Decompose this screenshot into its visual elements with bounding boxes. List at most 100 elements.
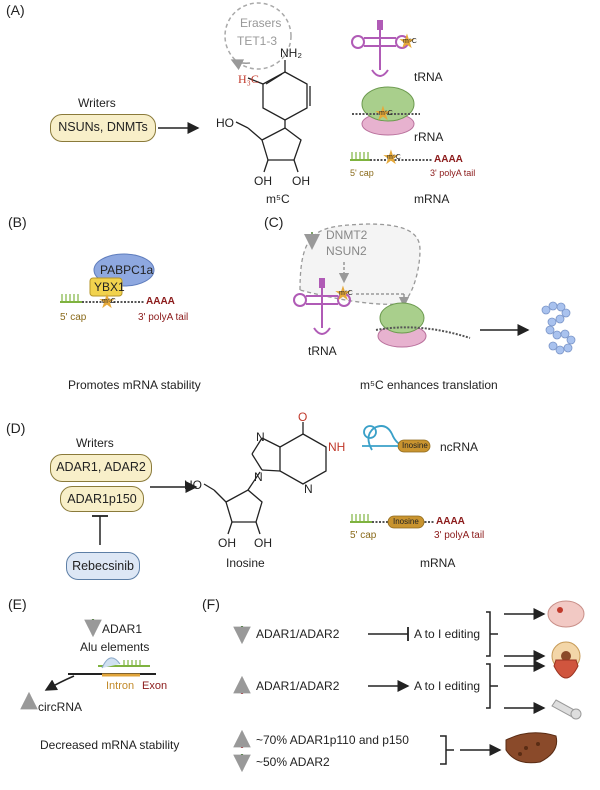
writers-title-d: Writers	[76, 436, 114, 450]
f-row34-bracket	[440, 735, 454, 765]
polya-b: AAAA	[146, 296, 175, 307]
intron-label: Intron	[106, 680, 135, 692]
pabpc1a-label: PABPC1a	[100, 263, 154, 277]
oh-left-d: OH	[218, 536, 236, 550]
erasers-circle	[224, 2, 292, 70]
mark-b: m⁵C	[102, 298, 116, 305]
rrna-label-a: rRNA	[414, 130, 444, 144]
caption-c: m⁵C enhances translation	[360, 378, 498, 392]
mrna-inosine-tag	[387, 515, 425, 529]
liver-organ-icon	[505, 732, 558, 764]
f-row1-effect: A to I editing	[414, 627, 481, 641]
star-trna-a: ★	[398, 31, 416, 53]
f-row1-bracket	[486, 611, 498, 657]
bone-organ-icon	[551, 699, 582, 720]
alu-loop	[101, 657, 121, 669]
mrna-strand-a	[350, 152, 432, 161]
e-strand-ticks	[123, 660, 141, 666]
ncrna-inosine-text: Inosine	[402, 441, 428, 450]
adar1-label-e: ADAR1	[102, 622, 143, 636]
trna-shape-c	[293, 278, 351, 335]
cap-a: 5' cap	[350, 168, 374, 178]
writers-pill-a: NSUNs, DNMTs	[50, 114, 156, 142]
tail-a: 3' polyA tail	[430, 168, 476, 178]
dnmt2-cloud	[299, 223, 421, 305]
ncrna-label: ncRNA	[440, 440, 479, 454]
mrna-strand-b	[60, 294, 144, 303]
bladder-organ-icon	[553, 659, 579, 679]
e-circ-arrow	[44, 675, 75, 691]
trna-label-c: tRNA	[308, 344, 337, 358]
f-row4-label: ~50% ADAR2	[256, 755, 330, 769]
mrna-strand-d	[350, 514, 434, 523]
writers-title-a: Writers	[78, 96, 116, 110]
nsun2-label: NSUN2	[326, 244, 367, 258]
f-row2-label: ADAR1/ADAR2	[256, 679, 340, 693]
oh-right-a: OH	[292, 174, 310, 188]
mark-mrna-a: m⁵C	[387, 154, 401, 161]
panel-d-label: (D)	[6, 420, 26, 436]
oh-top-a: HO	[216, 116, 234, 130]
f-row2-bracket	[486, 663, 498, 709]
star-c: ★	[334, 283, 352, 305]
inosine-structure	[203, 422, 327, 535]
writer-pill-1: ADAR1, ADAR2	[50, 454, 152, 482]
mrna-curve-c	[375, 326, 471, 339]
trna-label-a: tRNA	[414, 70, 443, 84]
ybx1-label: YBX1	[94, 280, 125, 294]
oh-left-a: OH	[254, 174, 272, 188]
f-row2-effect: A to I editing	[414, 679, 481, 693]
panel-e-label: (E)	[8, 596, 27, 612]
oh-right-d: OH	[254, 536, 272, 550]
mark-rrna-a: m⁵C	[379, 110, 393, 117]
m5c-structure	[235, 60, 311, 173]
mark-c: m⁵C	[339, 290, 353, 297]
brain-organ-icon	[547, 600, 585, 628]
mrna-label-a: mRNA	[414, 192, 450, 206]
dnmt2-label: DNMT2	[326, 228, 368, 242]
n-left-bottom: N	[254, 470, 263, 484]
circrna-label: circRNA	[38, 700, 82, 714]
writer-pill-2: ADAR1p150	[60, 486, 144, 512]
amine-group: NH₂	[280, 46, 302, 60]
nh-group: NH	[328, 440, 346, 454]
ribosome-green-c	[379, 302, 425, 334]
star-rrna-a: ★	[374, 103, 392, 125]
star-b: ★	[98, 291, 116, 313]
carbonyl-o: O	[298, 410, 308, 424]
caption-e: Decreased mRNA stability	[40, 738, 180, 752]
protein-chain	[541, 301, 576, 355]
f-row1-label: ADAR1/ADAR2	[256, 627, 340, 641]
exon-label: Exon	[142, 680, 168, 692]
caption-b: Promotes mRNA stability	[68, 378, 201, 392]
ybx1-shape	[89, 277, 123, 297]
f-row3-label: ~70% ADAR1p110 and p150	[256, 733, 409, 747]
panel-a-label: (A)	[6, 2, 25, 18]
rebecsinib-pill: Rebecsinib	[66, 552, 140, 580]
polya-a: AAAA	[434, 154, 463, 165]
star-mrna-a: ★	[382, 147, 400, 169]
inosine-name: Inosine	[226, 556, 265, 570]
tail-d: 3' polyA tail	[434, 530, 485, 541]
mark-trna-a: m⁵C	[403, 38, 417, 45]
n-left-top: N	[256, 430, 265, 444]
alu-label: Alu elements	[80, 640, 150, 654]
erasers-title: Erasers	[240, 16, 282, 30]
oh-top-d: HO	[184, 478, 202, 492]
mrna-inosine-text: Inosine	[393, 517, 419, 526]
n-right: N	[304, 482, 313, 496]
panel-b-label: (B)	[8, 214, 27, 230]
rrna-green-a	[361, 86, 415, 122]
cap-d: 5' cap	[350, 530, 377, 541]
methyl-group: H₃C	[238, 72, 259, 86]
m5c-name: m⁵C	[266, 192, 290, 206]
cap-b: 5' cap	[60, 312, 87, 323]
erasers-arrow	[230, 59, 251, 71]
trna-shape-a	[351, 20, 409, 77]
erasers-enzymes: TET1-3	[237, 34, 278, 48]
tail-b: 3' polyA tail	[138, 312, 189, 323]
polya-d: AAAA	[436, 516, 465, 527]
panel-c-label: (C)	[264, 214, 284, 230]
mrna-label-d: mRNA	[420, 556, 456, 570]
